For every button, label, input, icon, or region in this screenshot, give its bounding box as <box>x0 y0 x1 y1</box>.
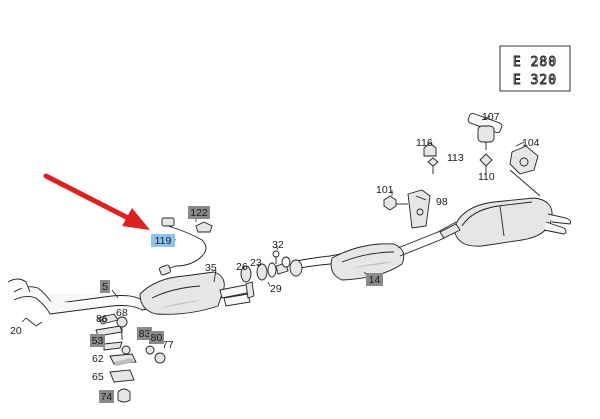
badge-14[interactable]: 14 <box>369 274 381 286</box>
front-pipe-catalyst <box>7 271 255 327</box>
callout-29[interactable]: 29 <box>270 283 282 295</box>
badge-74[interactable]: 74 <box>101 391 113 403</box>
callout-86[interactable]: 86 <box>96 313 108 325</box>
gray-badges: 122 14 5 83 80 53 74 <box>90 206 383 403</box>
callout-65[interactable]: 65 <box>92 371 104 383</box>
model-badge: E 280 E 320 <box>499 45 571 92</box>
callout-98[interactable]: 98 <box>436 196 448 208</box>
callout-116[interactable]: 116 <box>416 137 433 149</box>
callout-113[interactable]: 113 <box>447 152 464 164</box>
callout-110[interactable]: 110 <box>478 171 495 183</box>
rear-hanger-assembly <box>423 112 541 197</box>
badge-80[interactable]: 80 <box>151 332 163 344</box>
highlighted-badge: 119 <box>151 234 175 247</box>
callout-32[interactable]: 32 <box>272 239 284 251</box>
badge-53[interactable]: 53 <box>92 335 104 347</box>
callout-107[interactable]: 107 <box>482 111 500 123</box>
callout-20[interactable]: 20 <box>10 325 22 337</box>
badge-83[interactable]: 83 <box>139 328 151 340</box>
callout-62[interactable]: 62 <box>92 353 104 365</box>
badge-5[interactable]: 5 <box>102 281 108 293</box>
callout-101[interactable]: 101 <box>376 184 394 196</box>
callout-77[interactable]: 77 <box>162 339 174 351</box>
mounting-hardware <box>95 313 166 403</box>
callout-104[interactable]: 104 <box>522 137 540 149</box>
oxygen-sensor <box>159 217 213 276</box>
middle-silencer <box>289 221 461 281</box>
badge-122[interactable]: 122 <box>190 207 208 219</box>
callout-26[interactable]: 26 <box>236 261 248 273</box>
rear-silencer <box>383 189 571 247</box>
callout-68[interactable]: 68 <box>116 307 128 319</box>
clamps <box>240 250 303 283</box>
red-pointer-arrow <box>43 173 150 230</box>
callout-23[interactable]: 23 <box>250 257 262 269</box>
callout-35[interactable]: 35 <box>205 262 217 274</box>
callout-labels: 107 104 116 113 110 101 98 32 35 26 23 2… <box>10 111 540 383</box>
badge-119[interactable]: 119 <box>155 235 172 247</box>
model-label-2: E 320 <box>513 73 557 88</box>
model-label-1: E 280 <box>513 55 557 70</box>
